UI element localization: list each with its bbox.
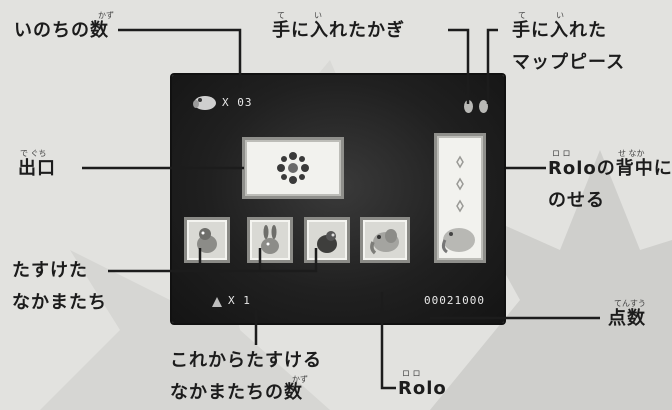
- exit-emblem-icon: [277, 152, 309, 184]
- label-map-pieces: 手に入れた マップピース: [512, 20, 626, 73]
- rolo-back-panel: [434, 133, 486, 263]
- rescued-friend-card-3: [304, 217, 350, 263]
- friend-silhouette-icon: [212, 297, 222, 307]
- game-screen: X 03: [172, 75, 504, 323]
- label-rolo-back: Roloの背中に のせる: [548, 158, 672, 211]
- rabbit-icon: [261, 225, 279, 254]
- mole-icon: [317, 231, 337, 253]
- beaver-icon: [197, 228, 217, 253]
- ruby-exit-deguchi: で ぐち: [20, 149, 47, 158]
- rescued-friend-card-2: [247, 217, 293, 263]
- ruby-map-te: て: [518, 11, 526, 20]
- key-indicator-icon: [464, 100, 473, 113]
- ruby-rolo: ロ ロ: [402, 369, 421, 378]
- label-rolo: Rolo: [398, 378, 447, 399]
- ruby-rolo-back-rolo: ロ ロ: [552, 149, 571, 158]
- elephant-icon: [370, 229, 399, 255]
- rescued-friend-card-1: [184, 217, 230, 263]
- label-keys: 手に入れたかぎ: [272, 20, 405, 41]
- score-counter: 00021000: [424, 294, 485, 307]
- ruby-to-rescue-kazu: かず: [292, 375, 308, 384]
- label-lives: いのちの数: [14, 20, 109, 41]
- rolo-head-icon: [193, 96, 216, 110]
- ruby-lives-kazu: かず: [98, 11, 114, 20]
- label-rescued-friends: たすけた なかまたち: [12, 260, 107, 313]
- ruby-score-tensuu: てんすう: [614, 299, 646, 308]
- label-score: 点数: [608, 308, 646, 329]
- friends-remaining-counter: X 1: [228, 294, 251, 307]
- label-friends-to-rescue: これからたすける なかまたちの数: [170, 350, 322, 403]
- ruby-map-i: い: [556, 11, 564, 20]
- rolo-card: [360, 217, 410, 263]
- ruby-rolo-back-senaka: せ なか: [618, 149, 645, 158]
- label-exit: 出口: [18, 158, 56, 179]
- ruby-keys-i: い: [314, 11, 322, 20]
- map-piece-indicator-icon: [479, 100, 488, 113]
- rolo-back-slots-icon: [441, 155, 475, 254]
- lives-counter: X 03: [222, 96, 253, 109]
- ruby-keys-te: て: [277, 11, 285, 20]
